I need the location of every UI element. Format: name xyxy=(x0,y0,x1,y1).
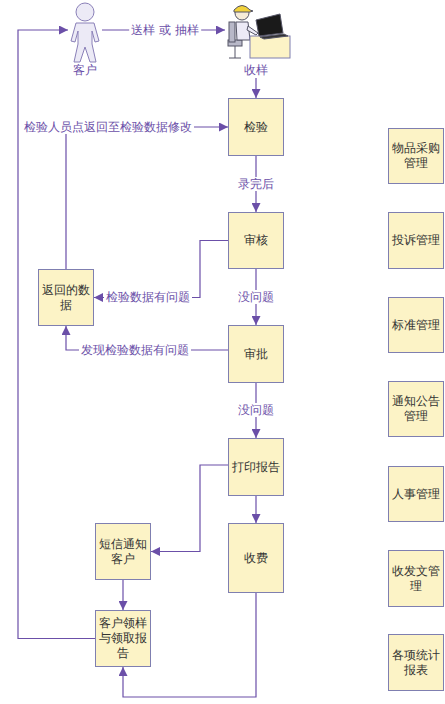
node-text: 客户领样与领取报告 xyxy=(99,616,147,661)
flow-arrow xyxy=(122,580,123,610)
node-text: 收费 xyxy=(244,551,268,566)
flow-arrow xyxy=(94,241,228,298)
node-text: 物品采购管理 xyxy=(392,141,440,171)
process-box: 客户领样与领取报告 xyxy=(95,610,151,667)
edge-label: 录完后 xyxy=(236,177,276,191)
flow-arrow xyxy=(255,496,256,523)
node-text: 检验 xyxy=(244,120,268,135)
node-text: 各项统计报表 xyxy=(392,648,440,678)
node-text: 返回的数据 xyxy=(42,283,90,313)
process-box: 通知公告管理 xyxy=(388,381,444,437)
edge-label: 没问题 xyxy=(236,290,276,304)
process-box: 各项统计报表 xyxy=(388,634,444,691)
process-box: 打印报告 xyxy=(228,438,284,496)
node-text: 收样 xyxy=(244,63,268,78)
process-box: 收发文管理 xyxy=(388,550,444,607)
edge-label: 发现检验数据有问题 xyxy=(79,343,191,357)
node-text: 打印报告 xyxy=(232,460,280,475)
node-text: 审核 xyxy=(244,233,268,248)
flow-arrow xyxy=(151,465,228,552)
process-box: 收费 xyxy=(228,523,284,593)
process-box: 物品采购管理 xyxy=(388,128,444,184)
process-box: 标准管理 xyxy=(388,297,444,353)
edge-label: 送样 或 抽样 xyxy=(129,23,201,37)
edge-label: 没问题 xyxy=(236,403,276,417)
process-box: 检验 xyxy=(228,98,284,156)
flow-arrow xyxy=(66,127,228,269)
edge-label: 检验数据有问题 xyxy=(104,290,192,304)
actor-node: 客户 xyxy=(68,0,102,78)
node-text: 投诉管理 xyxy=(392,233,440,248)
customer-figure xyxy=(71,3,99,62)
process-box: 投诉管理 xyxy=(388,212,444,269)
process-box: 审核 xyxy=(228,212,284,269)
node-text: 标准管理 xyxy=(392,318,440,333)
node-text: 审批 xyxy=(244,347,268,362)
node-text: 短信通知客户 xyxy=(99,537,147,567)
node-text: 通知公告管理 xyxy=(392,394,440,424)
receptionist-figure xyxy=(228,6,290,59)
process-box: 短信通知客户 xyxy=(95,523,151,580)
process-box: 返回的数据 xyxy=(38,269,94,326)
edge-label: 检验人员点返回至检验数据修改 xyxy=(22,120,194,134)
node-text: 人事管理 xyxy=(392,487,440,502)
node-text: 收发文管理 xyxy=(392,564,440,594)
process-box: 审批 xyxy=(228,325,284,383)
process-box: 人事管理 xyxy=(388,466,444,522)
flow-arrow xyxy=(255,78,256,98)
node-text: 客户 xyxy=(73,63,97,78)
actor-node: 收样 xyxy=(225,0,287,78)
